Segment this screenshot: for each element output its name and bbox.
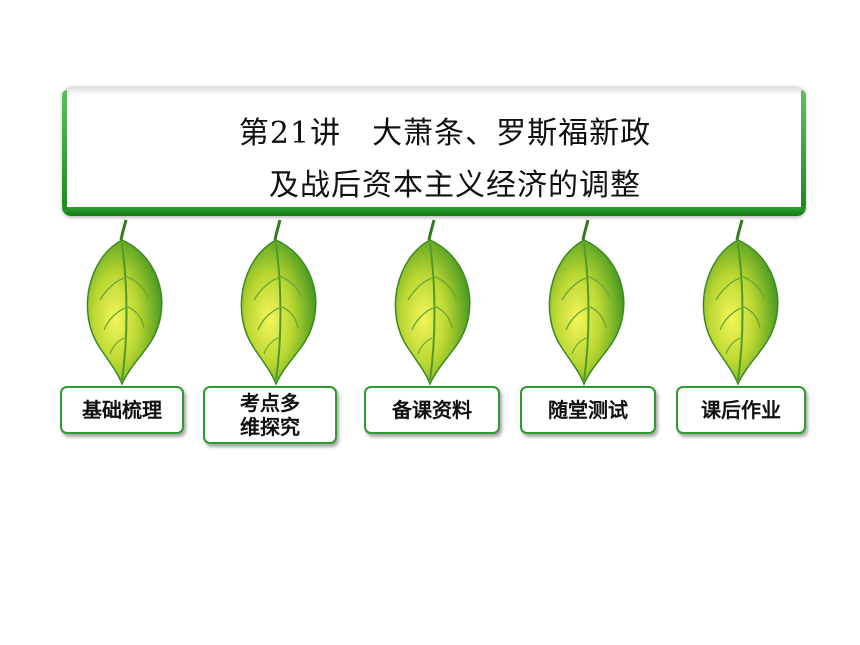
in-class-test-button[interactable]: 随堂测试 <box>520 386 656 434</box>
banner-right-edge <box>801 90 806 210</box>
basics-review-button[interactable]: 基础梳理 <box>60 386 184 434</box>
prep-materials-label: 备课资料 <box>392 398 472 422</box>
title-banner <box>62 86 806 216</box>
title-line-1: 第21讲 大萧条、罗斯福新政 <box>238 116 652 151</box>
homework-label: 课后作业 <box>701 398 781 422</box>
key-points-label-line1: 考点多 <box>240 391 300 415</box>
key-points-button[interactable]: 考点多 维探究 <box>203 386 337 444</box>
leaf-icon <box>701 218 780 386</box>
key-points-label-line2: 维探究 <box>240 415 300 439</box>
leaf-icon <box>239 218 318 386</box>
leaf-icon <box>393 218 472 386</box>
leaf-icon <box>547 218 626 386</box>
homework-button[interactable]: 课后作业 <box>676 386 806 434</box>
title-line-2: 及战后资本主义经济的调整 <box>269 168 641 203</box>
prep-materials-button[interactable]: 备课资料 <box>364 386 500 434</box>
in-class-test-label: 随堂测试 <box>548 398 628 422</box>
basics-review-label: 基础梳理 <box>82 398 162 422</box>
banner-left-edge <box>62 90 67 210</box>
leaf-icon <box>85 218 164 386</box>
